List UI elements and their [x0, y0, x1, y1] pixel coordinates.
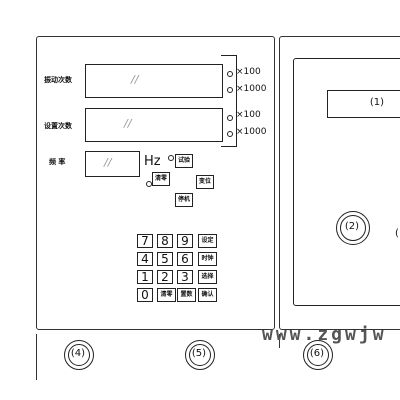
knob-3-label-partial: ( [395, 228, 399, 239]
key-2[interactable]: 2 [157, 270, 173, 284]
knob-2-label: (2) [344, 221, 360, 232]
frequency-unit: Hz [144, 154, 161, 169]
key-4[interactable]: 4 [137, 252, 153, 266]
key-1[interactable]: 1 [137, 270, 153, 284]
indicator-x100-2 [227, 115, 233, 121]
vibration-count-display: // [85, 64, 223, 98]
display-label: (1) [369, 97, 385, 108]
watermark: www.zgwjw [262, 324, 387, 345]
key-8[interactable]: 8 [157, 234, 173, 248]
range-x100-2: ×100 [236, 110, 261, 120]
bracket-line [236, 55, 237, 147]
knob-2-outer[interactable] [336, 211, 370, 245]
hatch-mark: // [124, 117, 132, 130]
knob-5-outer[interactable] [185, 340, 215, 370]
set-count-display: // [85, 108, 223, 142]
knob-6-outer[interactable] [303, 340, 333, 370]
indicator-test [168, 155, 174, 161]
bracket-top [221, 55, 237, 56]
key-6[interactable]: 6 [177, 252, 193, 266]
knob-5-inner [189, 344, 211, 366]
knob-6-inner [307, 344, 329, 366]
knob-5-label: (5) [191, 348, 207, 359]
indicator-x1000 [227, 87, 233, 93]
hatch-mark: // [104, 156, 112, 169]
knob-2-inner [340, 215, 366, 241]
clock-key[interactable]: 时钟 [198, 252, 217, 266]
key-9[interactable]: 9 [177, 234, 193, 248]
key-3[interactable]: 3 [177, 270, 193, 284]
range-x1000-2: ×1000 [236, 127, 267, 137]
knob-4-outer[interactable] [64, 340, 94, 370]
key-7[interactable]: 7 [137, 234, 153, 248]
range-x100: ×100 [236, 67, 261, 77]
bottom-right-edge [279, 334, 280, 348]
preset-key[interactable]: 置数 [177, 288, 196, 302]
bracket-bottom [221, 146, 237, 147]
display-window [327, 90, 400, 118]
confirm-key[interactable]: 确认 [198, 288, 217, 302]
clear-button[interactable]: 清零 [152, 172, 170, 186]
indicator-x1000-2 [227, 131, 233, 137]
shift-button[interactable]: 变位 [196, 175, 214, 189]
label-frequency: 频 率 [49, 158, 66, 166]
key-0[interactable]: 0 [137, 288, 153, 302]
test-button[interactable]: 试验 [175, 154, 193, 168]
set-key[interactable]: 设定 [198, 234, 217, 248]
key-5[interactable]: 5 [157, 252, 173, 266]
knob-6-label: (6) [309, 348, 325, 359]
knob-4-label: (4) [70, 348, 86, 359]
indicator-x100 [227, 71, 233, 77]
bottom-left-edge [36, 334, 37, 380]
indicator-clear [146, 181, 152, 187]
knob-4-inner [68, 344, 90, 366]
range-x1000: ×1000 [236, 84, 267, 94]
frequency-display: // [85, 151, 140, 177]
label-vibration-count: 振动次数 [44, 76, 72, 84]
hatch-mark: // [131, 73, 139, 86]
stop-button[interactable]: 停机 [175, 193, 193, 207]
label-set-count: 设置次数 [44, 122, 72, 130]
select-key[interactable]: 选择 [198, 270, 217, 284]
clear-key[interactable]: 清零 [157, 288, 176, 302]
